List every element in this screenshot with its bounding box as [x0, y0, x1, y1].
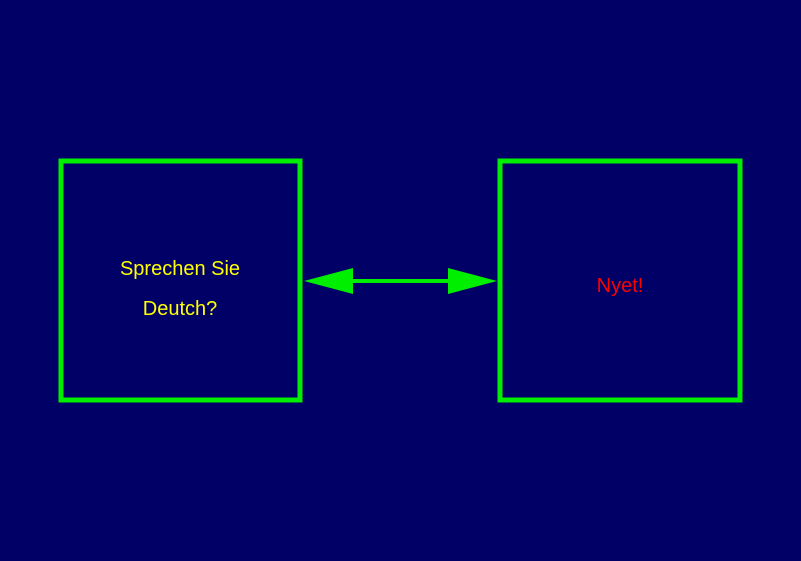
left-box-text: Sprechen Sie Deutch? [60, 249, 300, 329]
arrowhead-left [304, 268, 353, 294]
right-box-text: Nyet! [500, 266, 740, 306]
right-box-line-1: Nyet! [596, 275, 644, 297]
arrowhead-right [448, 268, 497, 294]
left-box-line-2: Deutch? [142, 298, 218, 320]
right-box [497, 158, 743, 403]
left-box-line-1: Sprechen Sie [119, 258, 241, 280]
left-box [58, 158, 303, 403]
